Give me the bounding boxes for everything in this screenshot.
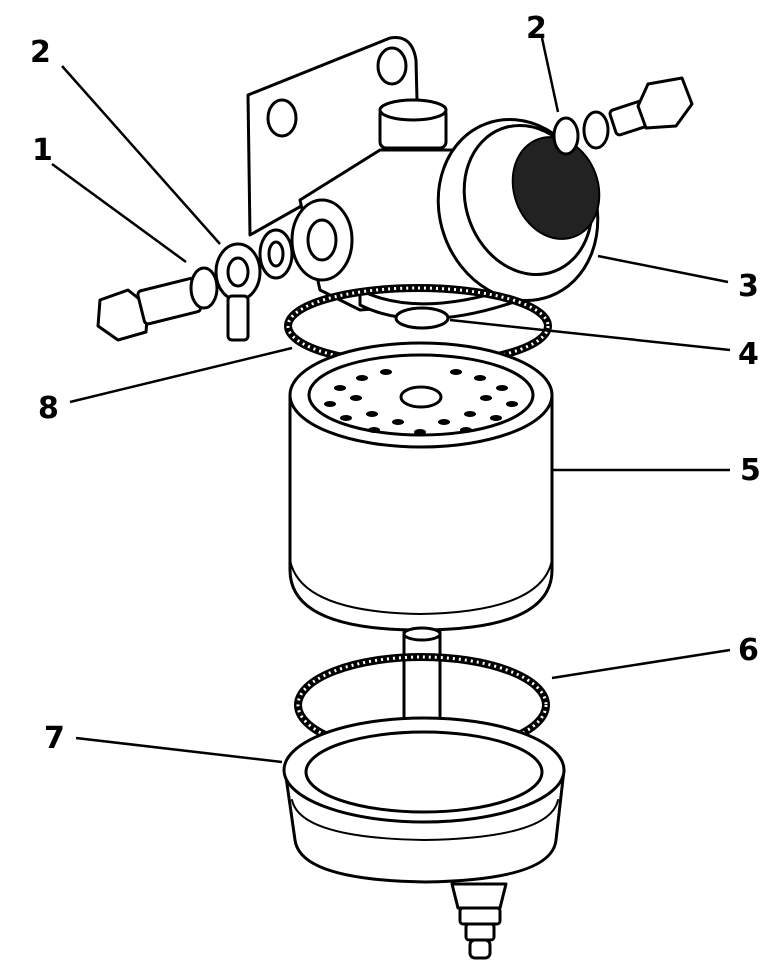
regulator-cover bbox=[436, 118, 601, 302]
callout-1: 1 bbox=[32, 133, 53, 168]
callout-3: 3 bbox=[738, 269, 759, 304]
callout-2-left: 2 bbox=[30, 35, 51, 70]
callout-labels: 1 2 2 3 4 5 6 7 8 bbox=[30, 11, 761, 756]
leader-lines bbox=[51, 37, 731, 764]
callout-6: 6 bbox=[738, 633, 759, 668]
callout-7: 7 bbox=[44, 721, 65, 756]
callout-2-right: 2 bbox=[526, 11, 547, 46]
element-perforations bbox=[324, 369, 518, 435]
right-banjo-bolt bbox=[552, 76, 694, 156]
sediment-bowl bbox=[282, 716, 566, 960]
callout-4: 4 bbox=[738, 337, 759, 372]
callout-5: 5 bbox=[740, 453, 761, 488]
filter-element bbox=[288, 341, 554, 632]
callout-8: 8 bbox=[38, 391, 59, 426]
left-banjo-bolt bbox=[96, 228, 294, 342]
small-sealing-ring bbox=[394, 306, 450, 330]
